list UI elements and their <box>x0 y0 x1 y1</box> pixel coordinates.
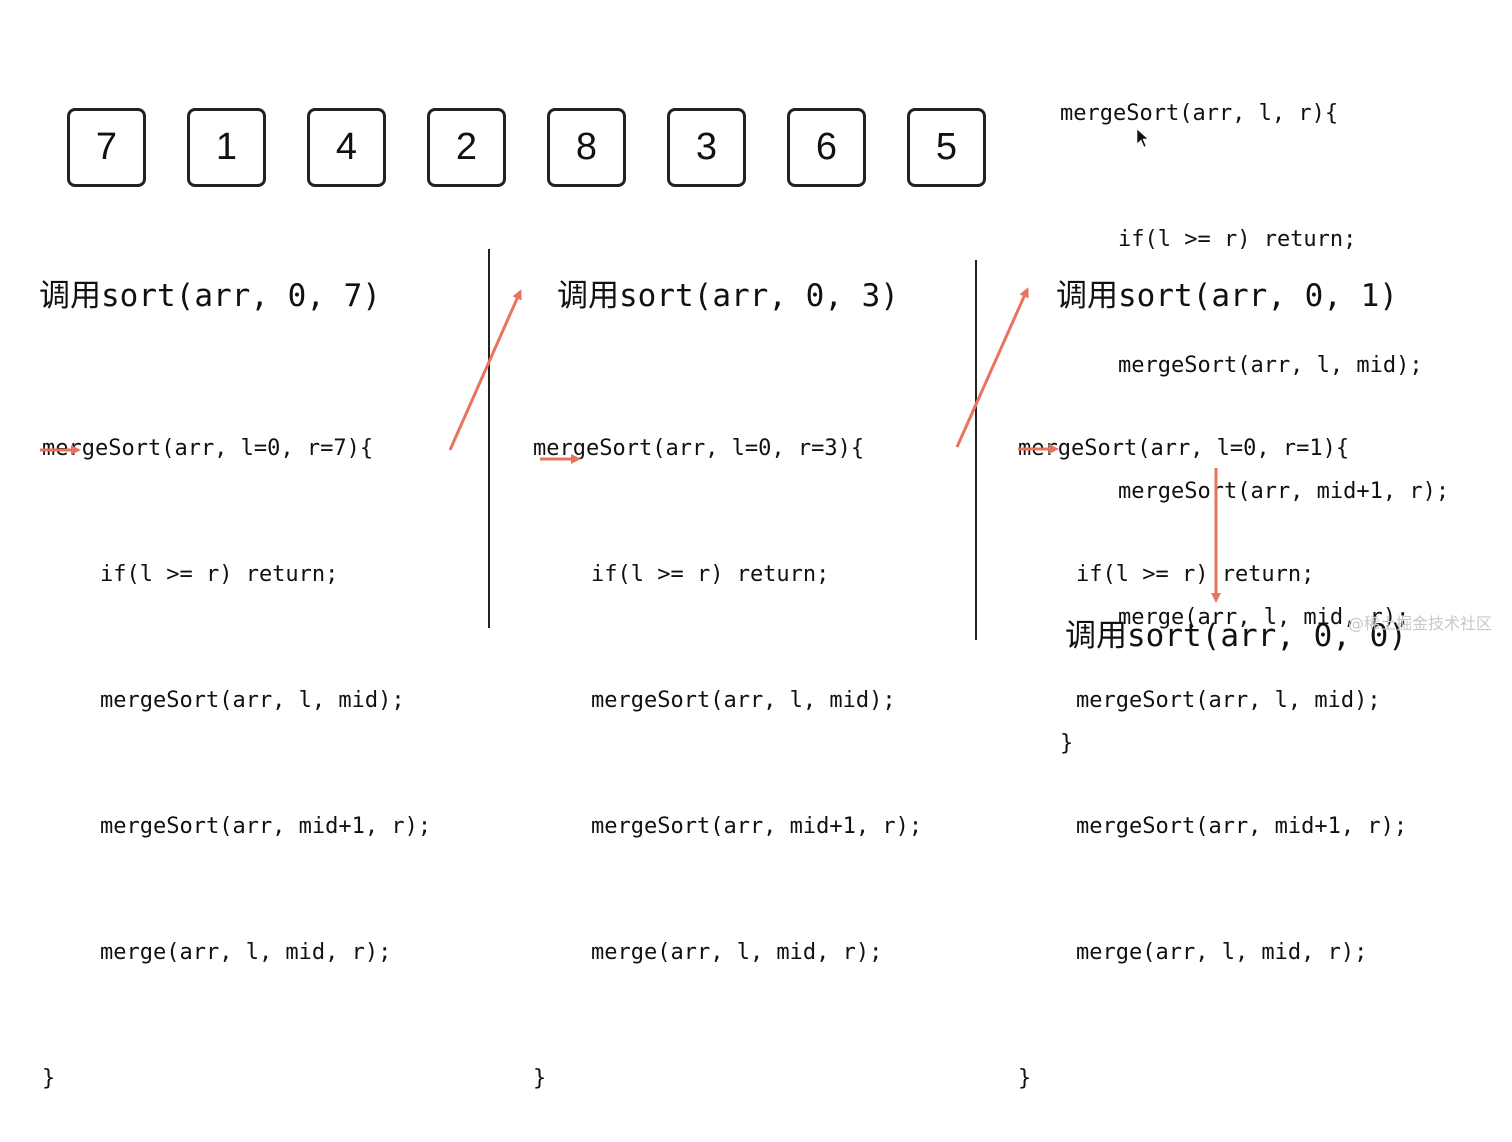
code-line: } <box>1018 1066 1032 1091</box>
code-line: merge(arr, l, mid, r); <box>100 940 392 965</box>
code-line: mergeSort(arr, l, mid); <box>1076 688 1381 713</box>
array-cell: 4 <box>307 108 386 187</box>
panel-heading: 调用sort(arr, 0, 3) <box>557 278 899 314</box>
array-cell: 6 <box>787 108 866 187</box>
code-line: mergeSort(arr, mid+1, r); <box>591 814 923 839</box>
code-line: mergeSort(arr, mid+1, r); <box>1118 479 1450 504</box>
array-cell: 8 <box>547 108 626 187</box>
code-line: mergeSort(arr, l=0, r=7){ <box>42 436 374 461</box>
code-line: mergeSort(arr, l, mid); <box>1118 353 1423 378</box>
code-line: mergeSort(arr, l, r){ <box>1060 101 1339 126</box>
array-cell: 1 <box>187 108 266 187</box>
panel-heading: 调用sort(arr, 0, 7) <box>39 278 381 314</box>
panel-divider <box>488 249 490 628</box>
array-cell: 2 <box>427 108 506 187</box>
code-line: mergeSort(arr, l, mid); <box>591 688 896 713</box>
array-cell: 5 <box>907 108 986 187</box>
array-cell: 7 <box>67 108 146 187</box>
panel-divider <box>975 260 977 640</box>
code-line: if(l >= r) return; <box>100 562 339 587</box>
call-arrow <box>448 289 522 451</box>
code-line: if(l >= r) return; <box>591 562 830 587</box>
code-line: if(l >= r) return; <box>1118 227 1357 252</box>
arrow-overlay <box>40 128 1221 603</box>
code-line: mergeSort(arr, mid+1, r); <box>1076 814 1408 839</box>
code-line: mergeSort(arr, l, mid); <box>100 688 405 713</box>
watermark: @稀土掘金技术社区 <box>1347 614 1492 633</box>
code-line: if(l >= r) return; <box>1076 562 1315 587</box>
call-arrow <box>955 287 1029 448</box>
code-line: merge(arr, l, mid, r); <box>1118 605 1410 630</box>
code-line: } <box>533 1066 547 1091</box>
code-line: merge(arr, l, mid, r); <box>591 940 883 965</box>
code-line: merge(arr, l, mid, r); <box>1076 940 1368 965</box>
mouse-cursor-icon <box>1136 128 1149 148</box>
code-line: mergeSort(arr, mid+1, r); <box>100 814 432 839</box>
bottom-heading: 调用sort(arr, 0, 0) <box>1065 618 1407 654</box>
array-cell: 3 <box>667 108 746 187</box>
code-line: mergeSort(arr, l=0, r=3){ <box>533 436 865 461</box>
code-line: } <box>42 1066 56 1091</box>
merge-sort-code-reference: mergeSort(arr, l, r){ if(l >= r) return;… <box>1060 9 1449 807</box>
panel-heading: 调用sort(arr, 0, 1) <box>1056 278 1398 314</box>
